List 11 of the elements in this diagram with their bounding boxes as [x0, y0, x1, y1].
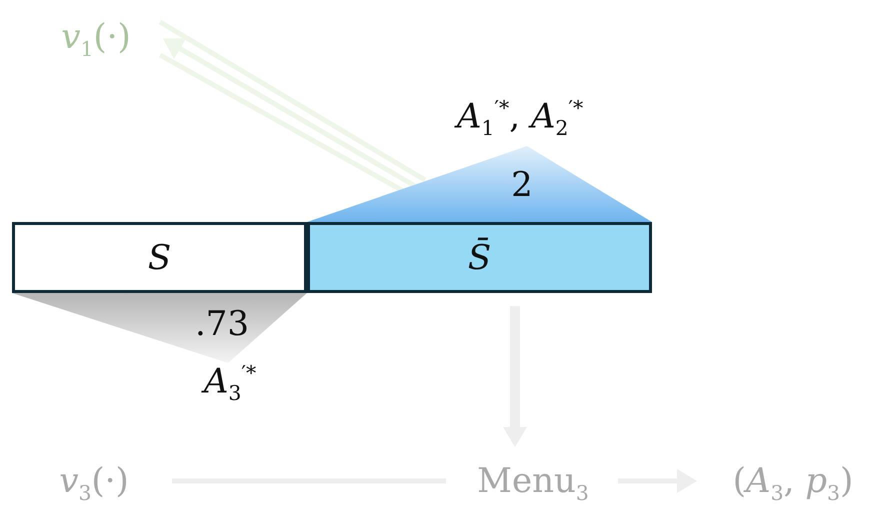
- math-label: (A$_{3}$, p$_{3}$): [732, 464, 854, 504]
- set-label: S: [148, 241, 172, 275]
- complement-set-box: [307, 222, 652, 293]
- value-label: 2: [511, 168, 533, 202]
- math-label: v$_{3}$(·): [59, 464, 129, 504]
- arrow: [162, 38, 416, 188]
- value-label: .73: [194, 307, 250, 341]
- set-box: [12, 222, 307, 293]
- connector-line: [158, 20, 426, 182]
- math-label: Menu$_{3}$: [477, 464, 589, 504]
- math-label: v$_{1}$(·): [61, 20, 131, 60]
